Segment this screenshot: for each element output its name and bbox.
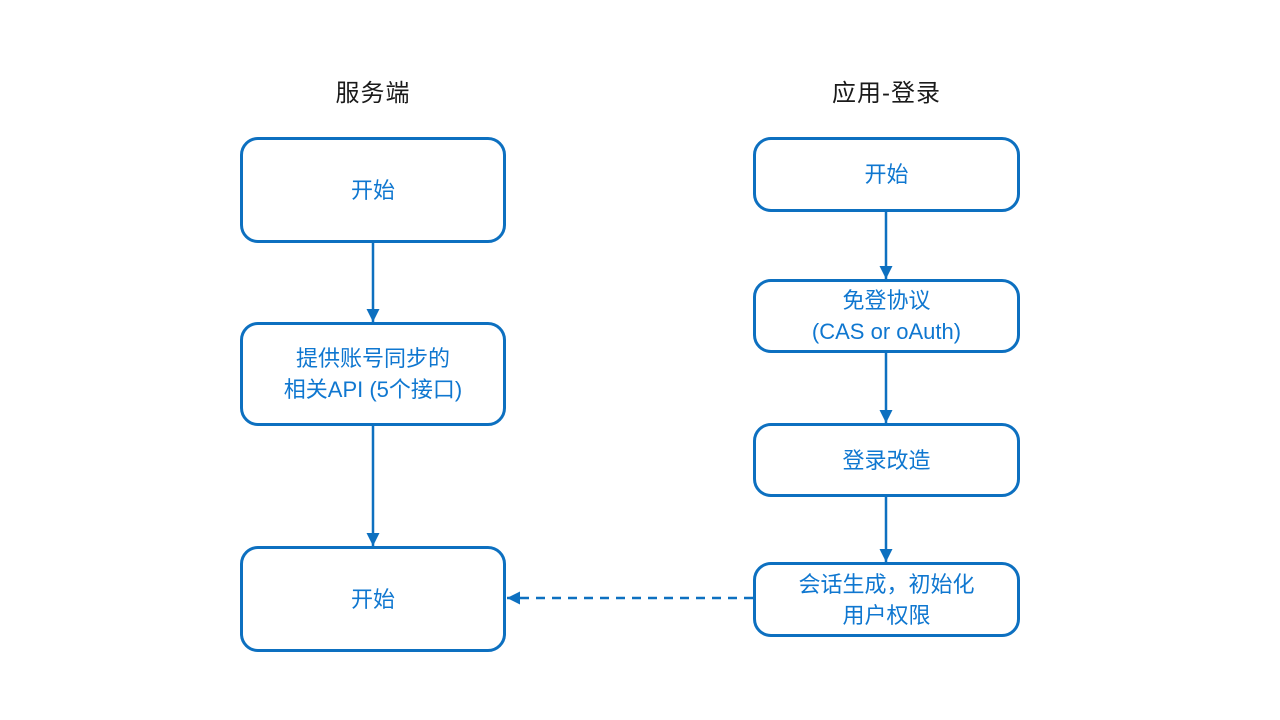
flow-box-server-start: 开始 bbox=[240, 137, 506, 243]
flow-box-app-start: 开始 bbox=[753, 137, 1020, 212]
flow-box-server-api: 提供账号同步的 相关API (5个接口) bbox=[240, 322, 506, 426]
flow-box-app-sso-protocol: 免登协议 (CAS or oAuth) bbox=[753, 279, 1020, 353]
flow-box-app-session-init: 会话生成，初始化 用户权限 bbox=[753, 562, 1020, 637]
flow-box-app-login-rework: 登录改造 bbox=[753, 423, 1020, 497]
column-header-server: 服务端 bbox=[335, 79, 411, 107]
column-header-app-login: 应用-登录 bbox=[832, 79, 941, 107]
flow-box-server-start-2: 开始 bbox=[240, 546, 506, 652]
